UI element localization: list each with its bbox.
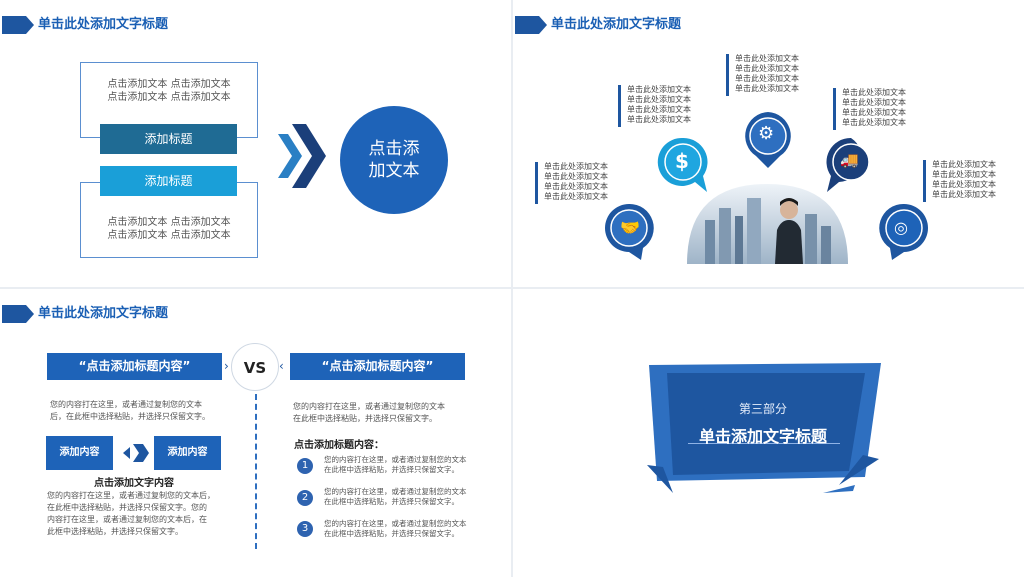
vs-label: VS	[243, 359, 267, 377]
target-icon: ◎	[894, 218, 908, 237]
annot-bar	[923, 160, 926, 202]
gear-pin[interactable]	[742, 110, 794, 170]
annotation-text[interactable]: 单击此处添加文本 单击此处添加文本 单击此处添加文本 单击此处添加文本	[544, 162, 608, 201]
chevron-left-icon: ‹	[279, 359, 284, 373]
add-content-button-2[interactable]: 添加内容	[154, 436, 221, 470]
slide-3[interactable]: 单击此处添加文字标题 “点击添加标题内容” “点击添加标题内容” › ‹ VS …	[0, 289, 511, 577]
list-item[interactable]: 您的内容打在这里，或者通过复制您的文本 在此框中选择粘贴，并选择只保留文字。	[324, 519, 467, 538]
item-number: 1	[297, 458, 313, 474]
gear-icon: ⚙	[758, 123, 775, 144]
left-title-bar[interactable]: “点击添加标题内容”	[47, 353, 222, 380]
list-item[interactable]: 您的内容打在这里，或者通过复制您的文本 在此框中选择粘贴，并选择只保留文字。	[324, 487, 467, 506]
handshake-pin[interactable]	[603, 202, 655, 262]
business-photo	[687, 184, 848, 264]
dollar-pin[interactable]	[657, 136, 709, 196]
section-part: 第三部分	[738, 402, 787, 416]
double-chevron-icon	[278, 124, 326, 188]
bottom-box-text: 点击添加文本 点击添加文本 点击添加文本 点击添加文本	[107, 217, 231, 241]
annot-bar	[833, 88, 836, 130]
annot-bar	[726, 54, 729, 96]
annotation-text[interactable]: 单击此处添加文本 单击此处添加文本 单击此处添加文本 单击此处添加文本	[842, 88, 906, 127]
right-title-bar[interactable]: “点击添加标题内容”	[290, 353, 465, 380]
slide-1[interactable]: 单击此处添加文字标题 点击添加文本 点击添加文本 点击添加文本 点击添加文本 添…	[0, 0, 511, 287]
title-bar-1[interactable]: 添加标题	[100, 124, 237, 154]
annotation-text[interactable]: 单击此处添加文本 单击此处添加文本 单击此处添加文本 单击此处添加文本	[735, 54, 799, 93]
left-paragraph-2[interactable]: 您的内容打在这里，或者通过复制您的文本后， 在此框中选择粘贴，并选择只保留文字。…	[47, 491, 215, 536]
item-number: 2	[297, 490, 313, 506]
center-divider	[255, 394, 257, 549]
section-banner-shape	[647, 363, 881, 493]
center-circle[interactable]: 点击添 加文本	[340, 106, 448, 214]
annot-bar	[618, 85, 621, 127]
vs-circle	[231, 343, 279, 391]
annotation-text[interactable]: 单击此处添加文本 单击此处添加文本 单击此处添加文本 单击此处添加文本	[627, 85, 691, 124]
title-bar-2-overlay: 添加标题	[100, 166, 237, 196]
annotation-text[interactable]: 单击此处添加文本 单击此处添加文本 单击此处添加文本 单击此处添加文本	[932, 160, 996, 199]
header-tab-icon	[2, 16, 34, 34]
handshake-icon: 🤝	[620, 218, 640, 237]
dollar-icon: $	[675, 149, 689, 173]
slide-title: 单击此处添加文字标题	[551, 17, 682, 32]
right-paragraph[interactable]: 您的内容打在这里，或者通过复制您的文本 在此框中选择粘贴，并选择只保留文字。	[293, 402, 445, 423]
annot-bar	[535, 162, 538, 204]
arrow-right-icon	[123, 444, 149, 462]
right-sub-title: 点击添加标题内容：	[294, 440, 384, 451]
truck-pin[interactable]	[825, 136, 877, 196]
sub-title: 点击添加文字内容	[94, 478, 174, 489]
divider	[688, 443, 840, 444]
item-number: 3	[297, 521, 313, 537]
target-pin[interactable]	[878, 202, 930, 262]
header-tab-icon	[2, 305, 34, 323]
slide-title: 单击此处添加文字标题	[38, 306, 169, 321]
list-item[interactable]: 您的内容打在这里，或者通过复制您的文本 在此框中选择粘贴，并选择只保留文字。	[324, 455, 467, 474]
top-box-text: 点击添加文本 点击添加文本 点击添加文本 点击添加文本	[107, 79, 231, 103]
section-title[interactable]: 单击添加文字标题	[698, 427, 827, 446]
slide-4[interactable]: 第三部分 单击添加文字标题	[513, 289, 1024, 577]
truck-icon: 🚚	[840, 151, 859, 169]
header-tab-icon	[515, 16, 547, 34]
slide-title: 单击此处添加文字标题	[38, 17, 169, 32]
slide-2[interactable]: 单击此处添加文字标题 🤝	[513, 0, 1024, 287]
chevron-right-icon: ›	[224, 359, 229, 373]
add-content-button-1[interactable]: 添加内容	[46, 436, 113, 470]
left-paragraph[interactable]: 您的内容打在这里，或者通过复制您的文本 后，在此框中选择粘贴，并选择只保留文字。	[50, 400, 210, 421]
